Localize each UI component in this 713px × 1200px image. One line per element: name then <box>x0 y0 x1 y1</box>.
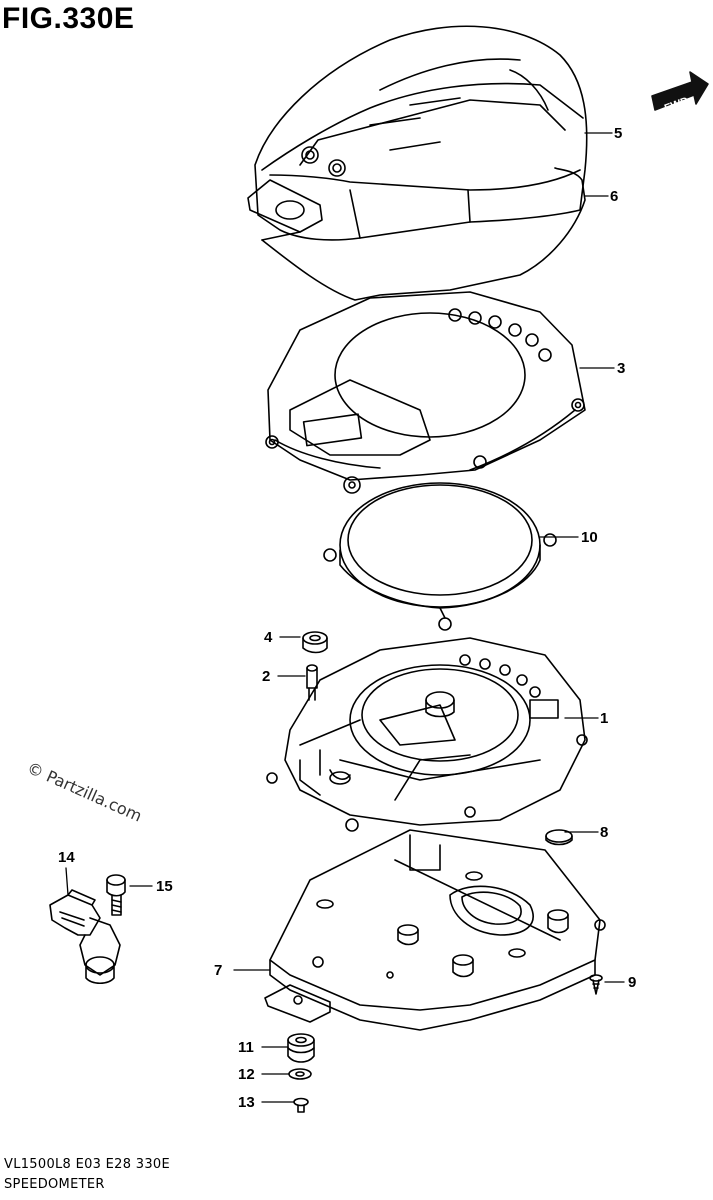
callout-6: 6 <box>610 188 619 205</box>
callout-12: 12 <box>238 1066 255 1083</box>
callout-9: 9 <box>628 974 637 991</box>
callout-2: 2 <box>262 668 271 685</box>
part-11-grommet <box>287 1033 315 1063</box>
callout-11: 11 <box>238 1039 254 1056</box>
part-3-meter-case <box>265 291 586 494</box>
part-8-cushion <box>545 829 573 846</box>
callout-13: 13 <box>238 1094 255 1111</box>
callout-8: 8 <box>600 824 609 841</box>
part-7-lower-case <box>264 829 606 1031</box>
leader-lines <box>65 132 625 1103</box>
section-name: SPEEDOMETER <box>4 1177 105 1192</box>
fwd-arrow-badge <box>651 71 709 111</box>
callout-7: 7 <box>214 962 223 979</box>
callout-3: 3 <box>617 360 626 377</box>
part-6-gasket <box>261 167 586 301</box>
part-1-speedometer-assembly <box>266 637 588 832</box>
part-15-bolt <box>106 874 126 916</box>
part-9-screw <box>589 974 603 995</box>
part-12-washer <box>288 1068 312 1080</box>
part-5-meter-cover <box>247 25 588 241</box>
part-4-grommet <box>302 631 328 654</box>
callout-4: 4 <box>264 629 273 646</box>
callout-10: 10 <box>581 529 598 546</box>
callout-1: 1 <box>600 710 609 727</box>
callout-5: 5 <box>614 125 623 142</box>
figure-title: FIG.330E <box>2 2 135 35</box>
part-10-ring <box>323 482 557 631</box>
callout-14: 14 <box>58 849 75 866</box>
part-13-screw <box>293 1097 309 1113</box>
callout-15: 15 <box>156 878 173 895</box>
model-code: VL1500L8 E03 E28 330E <box>4 1157 170 1172</box>
part-14-speed-sensor <box>49 889 121 985</box>
